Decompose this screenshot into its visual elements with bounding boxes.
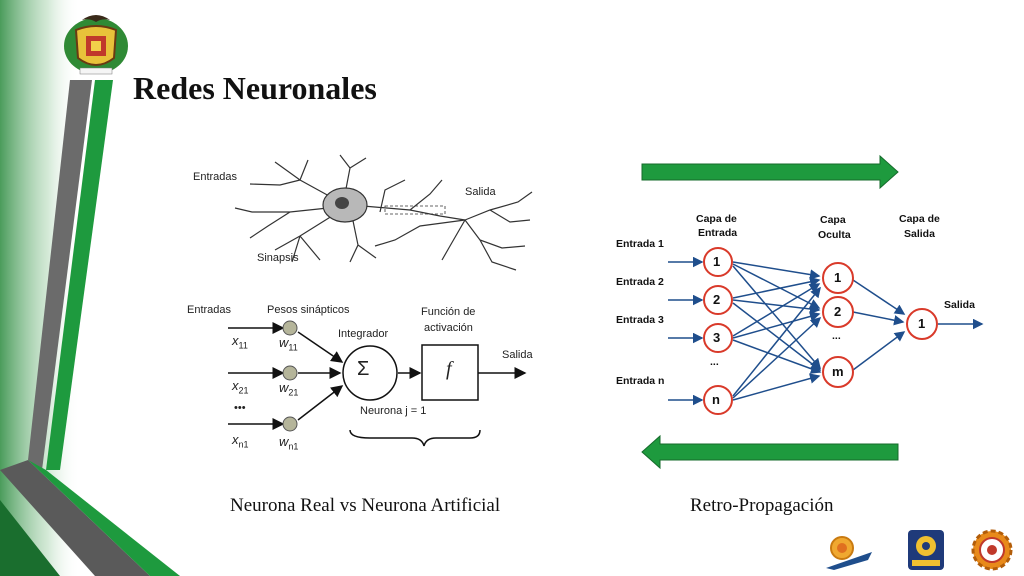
neuron-j-label: Neurona j = 1 (360, 405, 427, 417)
artificial-output-label: Salida (502, 349, 533, 361)
gray-stripe (28, 80, 92, 470)
input-xn1: xn1 (232, 432, 249, 450)
input-node-2 (703, 285, 733, 315)
caption-neurons: Neurona Real vs Neurona Artificial (230, 495, 501, 516)
capa-entrada-label-1: Capa de (696, 213, 737, 225)
capa-oculta-label-2: Oculta (818, 229, 851, 241)
output-node-1-label: 1 (918, 316, 926, 331)
entrada-n-label: Entrada n (616, 375, 665, 387)
hidden-node-1-label: 1 (834, 270, 842, 285)
capa-salida-label-1: Capa de (899, 213, 940, 225)
neural-network-diagram (668, 247, 984, 415)
page-title: Redes Neuronales (133, 70, 377, 106)
activation-function-label-1: Función de (421, 306, 476, 318)
weight-w21: w21 (279, 380, 299, 398)
capa-oculta-label-1: Capa (820, 214, 846, 226)
hidden-node-2-label: 2 (834, 304, 842, 319)
weight-node-n (282, 416, 298, 432)
mechatronics-logo-icon (908, 530, 944, 570)
activation-box (421, 344, 479, 401)
sigma-symbol: Σ (357, 358, 370, 380)
gear-logo-icon (971, 529, 1013, 571)
hidden-node-m-label: m (832, 364, 844, 379)
synaptic-weights-label: Pesos sinápticos (267, 304, 350, 316)
neuron-inputs-label: Entradas (193, 171, 238, 183)
dark-green-corner (0, 500, 60, 576)
caption-backprop: Retro-Propagación (690, 495, 834, 516)
weight-node-2 (282, 365, 298, 381)
network-output-label: Salida (944, 299, 975, 311)
backward-arrow-icon (641, 434, 899, 470)
forward-arrow-icon (641, 154, 899, 190)
hidden-node-1 (822, 262, 854, 294)
neuron-output-label: Salida (465, 186, 496, 198)
entrada-3-label: Entrada 3 (616, 314, 664, 326)
hidden-node-m (822, 356, 854, 388)
hidden-node-2 (822, 296, 854, 328)
entrada-2-label: Entrada 2 (616, 276, 664, 288)
neuron-synapse-label: Sinapsis (257, 252, 299, 264)
gray-bottom-stripe (0, 460, 150, 576)
input-x11: x11 (232, 333, 248, 351)
club-logo-icon (826, 536, 872, 570)
artificial-neuron-diagram (228, 320, 527, 447)
input-ellipsis-label: ... (710, 356, 719, 368)
input-node-2-label: 2 (713, 292, 721, 307)
input-node-3-label: 3 (713, 330, 721, 345)
artificial-inputs-label: Entradas (187, 304, 232, 316)
input-node-3 (703, 323, 733, 353)
biological-neuron-drawing (234, 154, 533, 271)
input-node-n (703, 385, 733, 415)
weight-wn1: wn1 (279, 434, 299, 452)
activation-f-symbol: f (446, 358, 452, 380)
output-node-1 (906, 308, 938, 340)
hidden-ellipsis-label: ... (832, 330, 841, 342)
green-bottom-stripe (28, 460, 180, 576)
integrator-circle (342, 345, 398, 401)
weight-node-1 (282, 320, 298, 336)
input-ellipsis: ••• (234, 402, 246, 414)
activation-function-label-2: activación (424, 322, 473, 334)
input-node-1 (703, 247, 733, 277)
university-seal-icon (64, 15, 128, 75)
input-node-n-label: n (712, 392, 720, 407)
capa-entrada-label-2: Entrada (698, 227, 738, 239)
input-node-1-label: 1 (713, 254, 721, 269)
input-x21: x21 (232, 378, 249, 396)
green-stripe (46, 80, 113, 470)
capa-salida-label-2: Salida (904, 228, 935, 240)
weight-w11: w11 (279, 335, 298, 353)
integrator-label: Integrador (338, 328, 389, 340)
entrada-1-label: Entrada 1 (616, 238, 664, 250)
